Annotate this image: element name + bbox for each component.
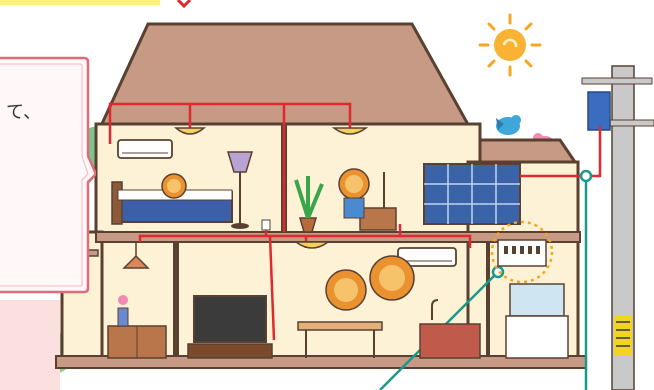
lion-character-icon <box>162 174 186 198</box>
callout-point-board <box>493 267 503 277</box>
speech-bubble-text: て、 <box>6 98 41 124</box>
sun-icon <box>480 15 540 75</box>
callout-point-pole <box>581 171 591 181</box>
solar-panel-icon <box>424 164 520 224</box>
washroom <box>506 284 568 358</box>
heading-fragment <box>178 0 190 6</box>
ground-pink <box>0 300 60 390</box>
lion-character-icon <box>339 169 369 218</box>
outlet <box>262 220 270 230</box>
utility-pole-icon <box>582 66 654 390</box>
heading-highlight <box>0 0 160 5</box>
transformer <box>588 92 610 130</box>
tv-icon <box>188 296 272 358</box>
speech-bubble <box>0 56 96 296</box>
